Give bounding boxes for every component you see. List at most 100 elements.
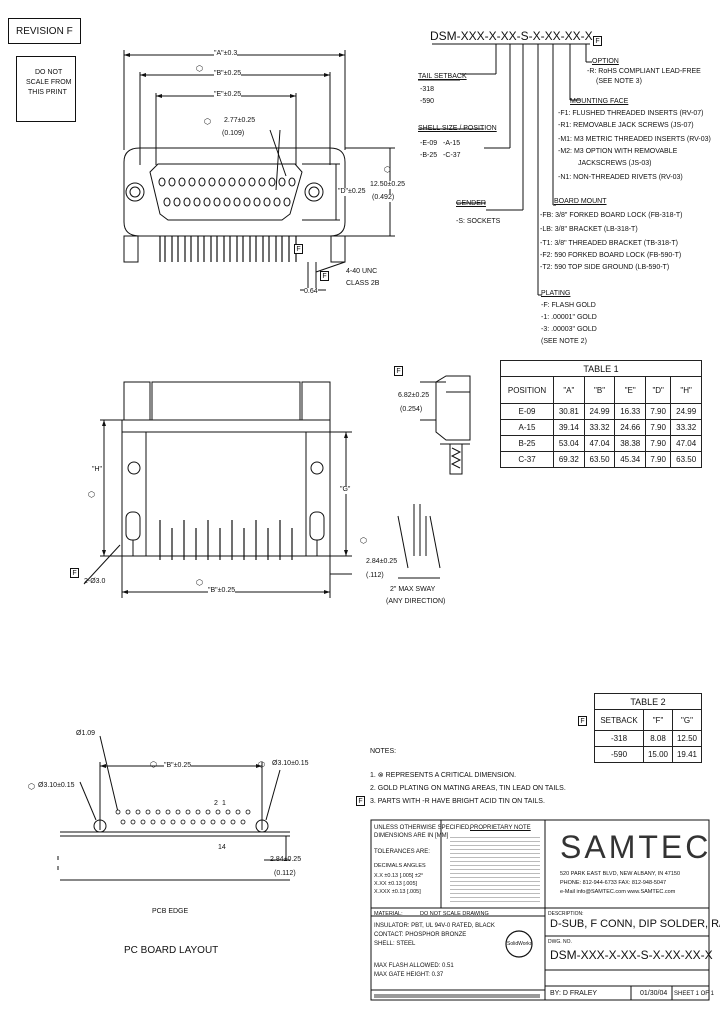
tail-title: TAIL SETBACK bbox=[418, 73, 467, 80]
mounting-face-4: -M2: M3 OPTION WITH REMOVABLE bbox=[558, 148, 678, 155]
table-1-col: "B" bbox=[583, 376, 616, 404]
notes-title: NOTES: bbox=[370, 748, 397, 755]
table-1-col: "D" bbox=[645, 376, 672, 404]
solidworks-logo bbox=[505, 930, 533, 958]
board-mount-4: -F2: 590 FORKED BOARD LOCK (FB-590-T) bbox=[540, 252, 682, 259]
table-cell: 24.99 bbox=[670, 403, 702, 420]
shell-2: -B-25 -C-37 bbox=[420, 152, 461, 159]
table-cell: C-37 bbox=[500, 451, 554, 468]
company-address-3: e-Mail info@SAMTEC.com www.SAMTEC.com bbox=[560, 889, 676, 895]
table-cell: 24.66 bbox=[614, 419, 647, 436]
revision-box: REVISION F bbox=[8, 18, 81, 44]
table-cell: 33.32 bbox=[583, 419, 616, 436]
table-cell: E-09 bbox=[500, 403, 554, 420]
description-value: D-SUB, F CONN, DIP SOLDER, R/A bbox=[550, 918, 720, 930]
dim-class: CLASS 2B bbox=[346, 280, 380, 287]
table-cell: 33.32 bbox=[670, 419, 702, 436]
critical-dim-symbol-4: ⬡ bbox=[88, 490, 95, 499]
pcb-left-mount-hole bbox=[93, 819, 107, 833]
critical-dim-symbol-9: ⬡ bbox=[28, 782, 35, 791]
board-mount-2: -LB: 3/8" BRACKET (LB-318-T) bbox=[540, 226, 638, 233]
table-2-col: "G" bbox=[672, 709, 702, 731]
critical-dim-symbol-3: ⬡ bbox=[384, 165, 391, 174]
dim-d: "D"±0.25 bbox=[338, 188, 366, 196]
top-view-right-mount-hole bbox=[304, 182, 324, 202]
dim-284-front: 2.84±0.25 bbox=[366, 558, 398, 565]
plating-1: -F: FLASH GOLD bbox=[541, 302, 596, 309]
title-flash-1: MAX FLASH ALLOWED: 0.51 bbox=[374, 963, 454, 969]
dwg-label: DWG. NO. bbox=[548, 939, 572, 945]
note-1: 1. ⊗ REPRESENTS A CRITICAL DIMENSION. bbox=[370, 772, 517, 779]
dim-side-2: (0.254) bbox=[400, 406, 423, 413]
drawn-date: 01/30/04 bbox=[640, 990, 668, 997]
front-view-left-screw bbox=[127, 461, 141, 475]
front-view-right-screw bbox=[310, 461, 324, 475]
table-1-title: TABLE 1 bbox=[500, 360, 702, 377]
shell-1: -E-09 -A-15 bbox=[420, 140, 461, 147]
table-2-title: TABLE 2 bbox=[594, 693, 702, 710]
table-2-col: "F" bbox=[643, 709, 673, 731]
title-tol-1: DECIMALS ANGLES bbox=[374, 863, 426, 869]
critical-dim-symbol-7: ⬡ bbox=[150, 760, 157, 769]
revision-flag-side: F bbox=[394, 366, 403, 376]
pcb-edge-label: PCB EDGE bbox=[152, 908, 189, 915]
table-cell: 7.90 bbox=[645, 451, 672, 468]
table-cell: 15.00 bbox=[643, 746, 673, 763]
critical-dim-symbol-6: ⬡ bbox=[360, 536, 367, 545]
table-cell: -590 bbox=[593, 746, 645, 763]
table-1-col: "H" bbox=[670, 376, 702, 404]
critical-dim-symbol-8: ⬡ bbox=[258, 760, 265, 769]
board-mount-5: -T2: 590 TOP SIDE GROUND (LB-590-T) bbox=[540, 264, 670, 271]
title-material-1: INSULATOR: PBT, UL 94V-0 RATED, BLACK bbox=[374, 923, 495, 929]
critical-dim-symbol-1: ⬡ bbox=[204, 117, 211, 126]
table-cell: 8.08 bbox=[643, 730, 673, 747]
plating-2: -1: .00001" GOLD bbox=[541, 314, 597, 321]
table-cell: 19.41 bbox=[672, 746, 702, 763]
mounting-face-5: JACKSCREWS (JS-03) bbox=[578, 160, 652, 167]
dim-a: "A"±0.3 bbox=[214, 50, 238, 58]
table-2-col: SETBACK bbox=[593, 709, 645, 731]
title-proprietary: PROPRIETARY NOTE bbox=[470, 825, 531, 831]
table-1-col: "A" bbox=[553, 376, 585, 404]
do-not-scale-line-2: SCALE FROM bbox=[26, 79, 72, 86]
title-unless-2: DIMENSIONS ARE IN [MM] bbox=[374, 833, 449, 839]
front-view-bracket bbox=[121, 431, 331, 557]
do-not-scale-line-3: THIS PRINT bbox=[28, 89, 67, 96]
table-cell: 39.14 bbox=[553, 419, 585, 436]
mounting-face-2: -R1: REMOVABLE JACK SCREWS (JS-07) bbox=[558, 122, 694, 129]
pcb-pin-2: 2 bbox=[214, 800, 218, 807]
title-tol-3: X.XX ±0.13 [.005] bbox=[374, 881, 418, 887]
table-cell: A-15 bbox=[500, 419, 554, 436]
dim-side-1: 6.82±0.25 bbox=[398, 392, 430, 399]
company-address-2: PHONE: 812-944-6733 FAX: 812-948-5047 bbox=[560, 880, 667, 886]
table-cell: 12.50 bbox=[672, 730, 702, 747]
table-cell: 7.90 bbox=[645, 419, 672, 436]
dim-112-front: (.112) bbox=[366, 572, 384, 579]
dim-1250: 12.50±0.25 bbox=[370, 181, 405, 189]
table-cell: 45.34 bbox=[614, 451, 647, 468]
title-material-label: MATERIAL: bbox=[374, 911, 403, 917]
top-view-left-mount-hole bbox=[125, 182, 145, 202]
pcb-dim-1: Ø1.09 bbox=[76, 730, 96, 737]
pcb-pin-14: 14 bbox=[218, 844, 226, 851]
top-view-d-shell bbox=[149, 163, 303, 221]
table-cell: 53.04 bbox=[553, 435, 585, 452]
solidworks-logo-text: SolidWorks bbox=[507, 941, 533, 947]
note-3: 3. PARTS WITH -R HAVE BRIGHT ACID TIN ON… bbox=[370, 798, 545, 805]
pcb-dim-3: Ø3.10±0.15 bbox=[38, 782, 75, 789]
revision-flag-top-view-2: F bbox=[294, 244, 303, 254]
board-mount-1: -FB: 3/8" FORKED BOARD LOCK (FB-318-T) bbox=[540, 212, 683, 219]
description-label: DESCRIPTION: bbox=[548, 911, 584, 917]
proprietary-fine-print bbox=[450, 834, 540, 904]
dim-g: "G" bbox=[340, 486, 351, 494]
top-view-contacts bbox=[158, 177, 296, 207]
title-tol-2: X.X ±0.13 [.005] ±2° bbox=[374, 873, 424, 879]
table-cell: 38.38 bbox=[614, 435, 647, 452]
pcb-pin-1: 1 bbox=[222, 800, 226, 807]
